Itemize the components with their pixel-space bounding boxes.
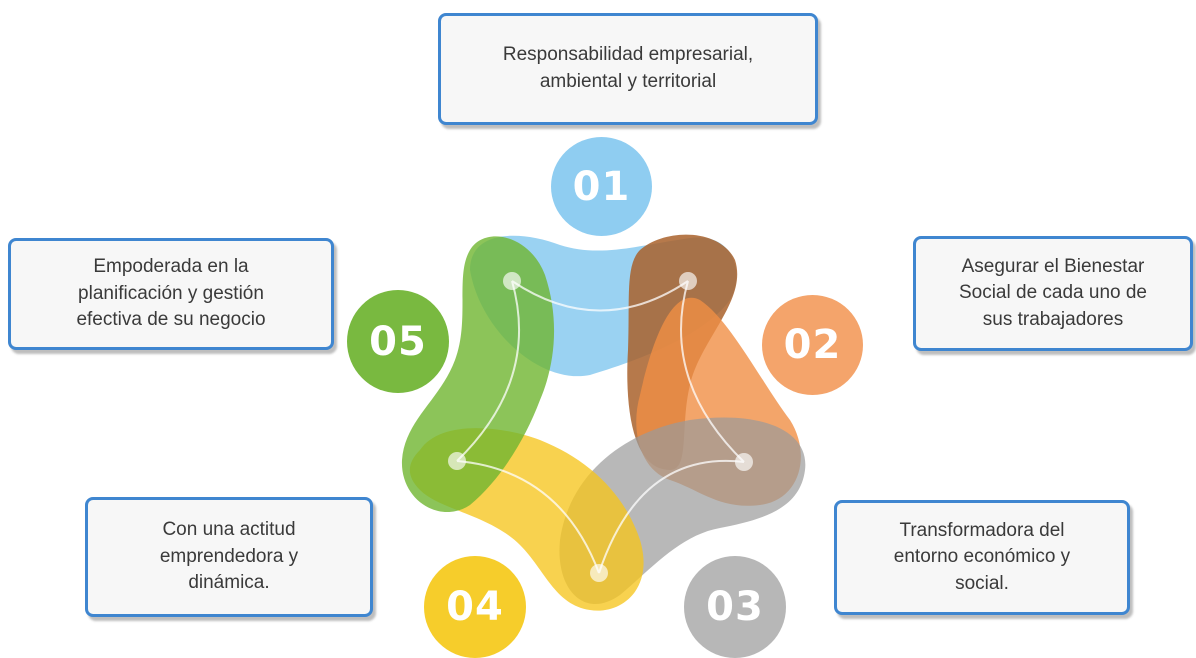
petal-green — [401, 236, 555, 513]
number-circle-03: 03 — [684, 556, 786, 658]
text-box-02-label: Asegurar el Bienestar Social de cada uno… — [958, 255, 1148, 330]
node-2 — [679, 272, 697, 290]
number-circle-01: 01 — [551, 137, 652, 236]
text-box-04-label: Con una actitud emprendedora y dinámica. — [159, 519, 299, 594]
connector-nodes — [448, 272, 753, 582]
text-box-01-label: Responsabilidad empresarial, ambiental y… — [502, 44, 754, 92]
text-box-01: Responsabilidad empresarial, ambiental y… — [438, 13, 818, 125]
text-box-05: Empoderada en la planificación y gestión… — [8, 238, 334, 350]
number-circle-04: 04 — [424, 556, 526, 658]
connector-lines — [456, 280, 745, 574]
text-box-03: Transformadora del entorno económico y s… — [834, 500, 1130, 615]
node-4 — [590, 564, 608, 582]
number-circle-02: 02 — [762, 295, 863, 395]
node-1 — [503, 272, 521, 290]
node-5 — [448, 452, 466, 470]
text-box-04: Con una actitud emprendedora y dinámica. — [85, 497, 373, 617]
text-box-02: Asegurar el Bienestar Social de cada uno… — [913, 236, 1193, 351]
text-box-05-label: Empoderada en la planificación y gestión… — [76, 256, 266, 331]
number-circle-05: 05 — [347, 290, 449, 393]
text-box-03-label: Transformadora del entorno económico y s… — [893, 519, 1071, 594]
node-3 — [735, 453, 753, 471]
